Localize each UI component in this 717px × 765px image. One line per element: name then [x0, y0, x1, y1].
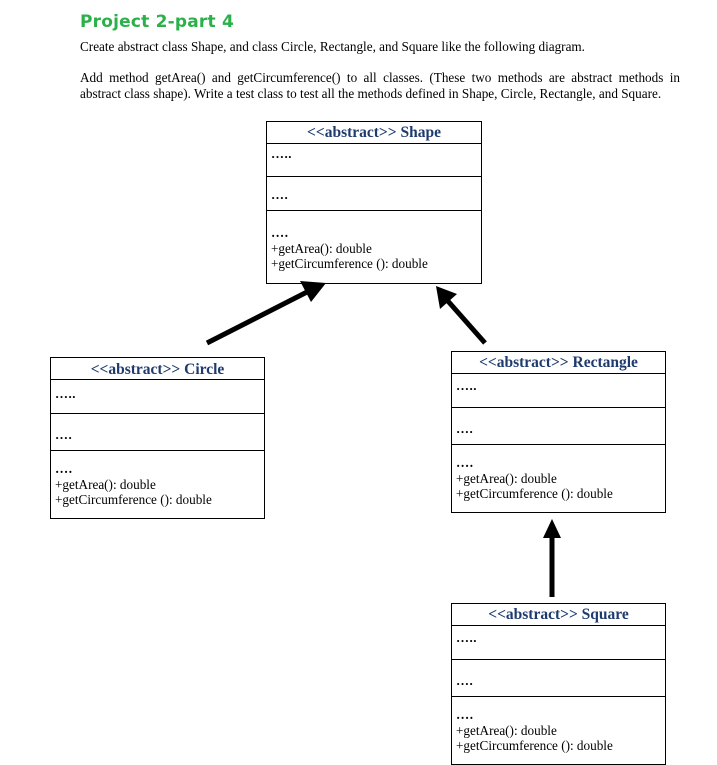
- class-square-op-getarea: +getArea(): double: [456, 722, 557, 738]
- class-square-constructors: ….: [452, 660, 665, 697]
- class-rectangle-constructors: ….: [452, 408, 665, 445]
- class-circle: <<abstract>> Circle ….. …. …. +getArea()…: [50, 357, 265, 519]
- class-circle-attributes: …..: [51, 380, 264, 414]
- class-circle-constructors: ….: [51, 414, 264, 451]
- class-shape-operations: …. +getArea(): double +getCircumference …: [267, 211, 481, 272]
- class-shape-constructors: ….: [267, 177, 481, 211]
- instructions-line-2: Add method getArea() and getCircumferenc…: [80, 70, 680, 101]
- class-circle-op-getcircumference: +getCircumference (): double: [55, 492, 212, 507]
- class-rectangle-op-getcircumference: +getCircumference (): double: [456, 486, 613, 501]
- class-shape-ops-dots: ….: [271, 225, 289, 240]
- class-rectangle-operations: …. +getArea(): double +getCircumference …: [452, 445, 665, 502]
- class-shape-name: <<abstract>> Shape: [267, 122, 481, 144]
- project-title: Project 2-part 4: [80, 12, 234, 32]
- class-circle-name: <<abstract>> Circle: [51, 358, 264, 380]
- class-shape: <<abstract>> Shape ….. …. …. +getArea():…: [266, 121, 482, 284]
- class-square-operations: …. +getArea(): double +getCircumference …: [452, 697, 665, 754]
- class-shape-attributes: …..: [267, 144, 481, 177]
- class-square: <<abstract>> Square ….. …. …. +getArea()…: [451, 603, 666, 765]
- class-circle-op-getarea: +getArea(): double: [55, 476, 156, 492]
- class-rectangle-attributes: …..: [452, 374, 665, 408]
- instructions-line-1: Create abstract class Shape, and class C…: [80, 39, 585, 54]
- arrow-rectangle-to-shape: [436, 286, 487, 345]
- class-shape-op-getarea: +getArea(): double: [271, 240, 372, 256]
- class-shape-op-getcircumference: +getCircumference (): double: [271, 256, 428, 271]
- class-rectangle-ops-dots: ….: [456, 455, 474, 470]
- class-square-attributes: …..: [452, 626, 665, 660]
- arrow-square-to-rectangle: [543, 519, 561, 597]
- class-square-op-getcircumference: +getCircumference (): double: [456, 738, 613, 753]
- arrow-circle-to-shape: [205, 281, 326, 346]
- class-circle-operations: …. +getArea(): double +getCircumference …: [51, 451, 264, 508]
- class-rectangle-op-getarea: +getArea(): double: [456, 470, 557, 486]
- class-square-ops-dots: ….: [456, 707, 474, 722]
- class-rectangle-name: <<abstract>> Rectangle: [452, 352, 665, 374]
- class-circle-ops-dots: ….: [55, 461, 73, 476]
- class-rectangle: <<abstract>> Rectangle ….. …. …. +getAre…: [451, 351, 666, 513]
- class-square-name: <<abstract>> Square: [452, 604, 665, 626]
